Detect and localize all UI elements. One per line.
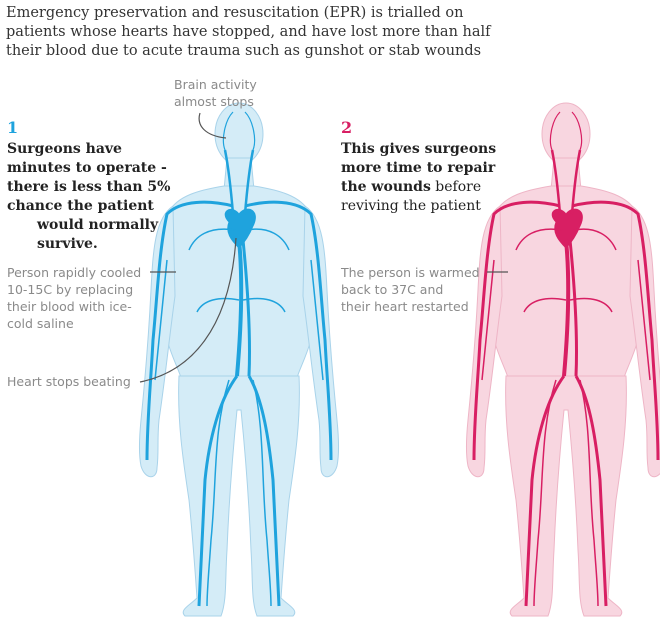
brain-activity-note: Brain activity almost stops [174,77,257,109]
heart-stops-note: Heart stops beating [7,374,131,389]
intro-line: patients whose hearts have stopped, and … [6,24,491,40]
warmed-note: The person is warmed back to 37C and the… [341,265,480,314]
intro-line: their blood due to acute trauma such as … [6,43,482,59]
step-1-text: Surgeons have minutes to operate - there… [7,141,171,252]
cooled-note: Person rapidly cooled 10-15C by replacin… [7,265,142,331]
heart-leader-line [139,237,237,383]
intro-line: Emergency preservation and resuscitation… [6,5,464,21]
brain-leader-line [198,112,227,139]
intro-text: Emergency preservation and resuscitation… [6,4,491,61]
step-2-text: This gives surgeons more time to repair … [341,141,497,214]
step-2-number: 2 [341,118,353,137]
step-1-number: 1 [7,118,19,137]
